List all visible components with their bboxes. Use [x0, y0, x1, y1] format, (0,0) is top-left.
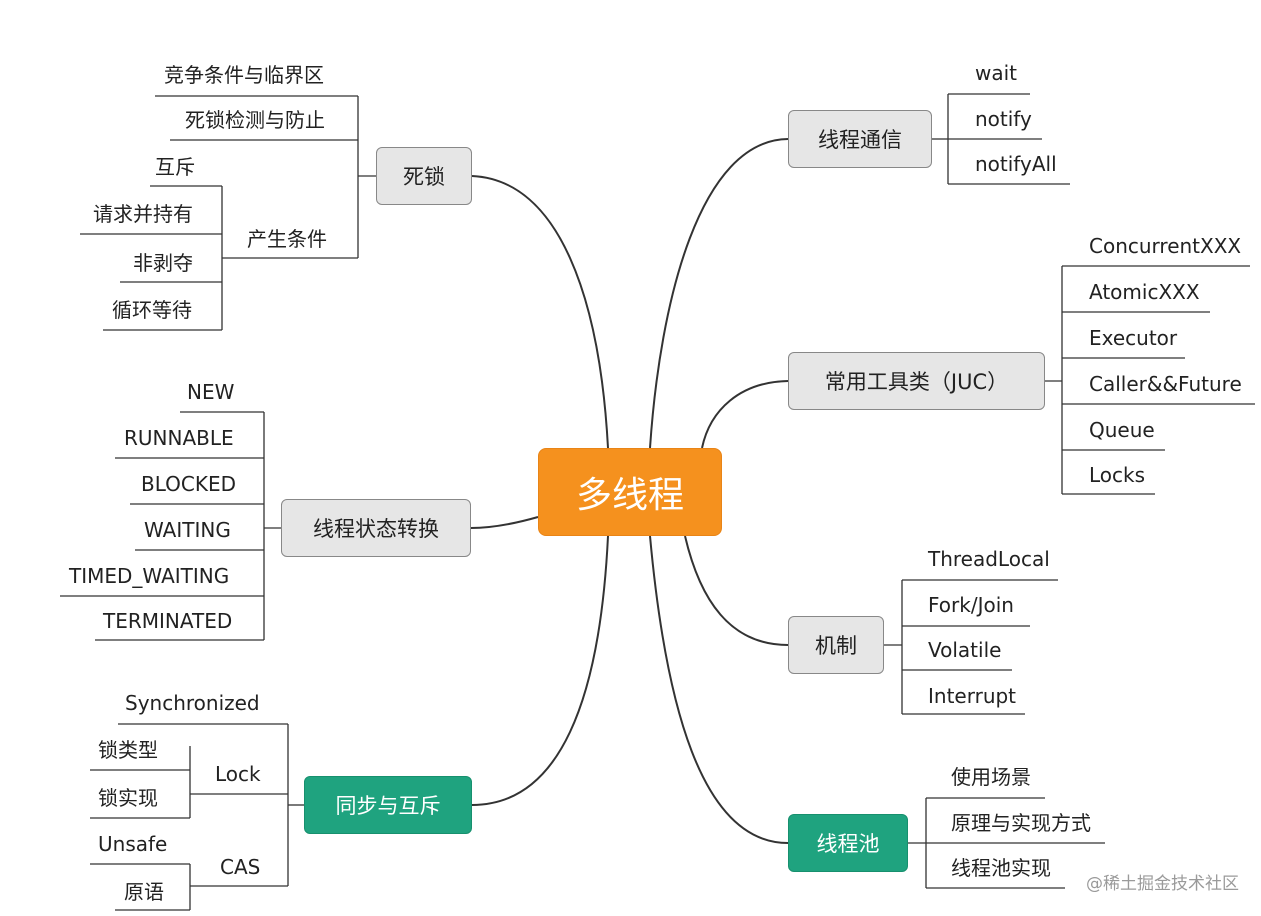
- leaf-pool-2[interactable]: 线程池实现: [951, 856, 1051, 880]
- link-pool: [649, 535, 789, 844]
- link-comm: [649, 138, 789, 449]
- leaf-juc-2[interactable]: Executor: [1089, 326, 1178, 350]
- leaf-juc-3[interactable]: Caller&&Future: [1089, 372, 1242, 396]
- leaf-synchronized[interactable]: Synchronized: [125, 691, 260, 715]
- sub-cas[interactable]: CAS: [220, 855, 261, 879]
- leaf-pool-0[interactable]: 使用场景: [951, 765, 1031, 789]
- leaf-cas-0[interactable]: Unsafe: [98, 832, 168, 856]
- leaf-cause-1[interactable]: 请求并持有: [93, 202, 193, 226]
- sub-cause-conditions[interactable]: 产生条件: [247, 227, 327, 251]
- leaf-state-1[interactable]: RUNNABLE: [124, 426, 234, 450]
- link-sync: [471, 535, 609, 806]
- leaf-comm-2[interactable]: notifyAll: [975, 152, 1057, 176]
- leaf-cause-3[interactable]: 循环等待: [112, 298, 192, 322]
- sub-lock[interactable]: Lock: [215, 762, 261, 786]
- leaf-state-0[interactable]: NEW: [187, 380, 235, 404]
- link-state: [470, 516, 539, 529]
- leaf-juc-0[interactable]: ConcurrentXXX: [1089, 234, 1242, 258]
- leaf-cause-2[interactable]: 非剥夺: [133, 251, 193, 275]
- leaf-cas-1[interactable]: 原语: [124, 880, 164, 904]
- branch-thread-state[interactable]: 线程状态转换: [281, 499, 471, 557]
- leaf-comm-1[interactable]: notify: [975, 107, 1032, 131]
- leaf-cause-0[interactable]: 互斥: [155, 155, 195, 179]
- link-mech: [684, 535, 789, 646]
- branch-juc[interactable]: 常用工具类（JUC）: [788, 352, 1045, 410]
- leaf-comm-0[interactable]: wait: [975, 61, 1018, 85]
- leaf-juc-1[interactable]: AtomicXXX: [1089, 280, 1200, 304]
- watermark: @稀土掘金技术社区: [1086, 874, 1239, 894]
- leaf-deadlock-1[interactable]: 死锁检测与防止: [185, 108, 325, 132]
- leaf-lock-1[interactable]: 锁实现: [98, 786, 158, 810]
- leaf-juc-4[interactable]: Queue: [1089, 418, 1155, 442]
- branch-deadlock[interactable]: 死锁: [376, 147, 472, 205]
- leaf-mech-0[interactable]: ThreadLocal: [928, 547, 1050, 571]
- leaf-state-3[interactable]: WAITING: [144, 518, 231, 542]
- leaf-mech-2[interactable]: Volatile: [928, 638, 1002, 662]
- leaf-state-5[interactable]: TERMINATED: [103, 609, 233, 633]
- leaf-pool-1[interactable]: 原理与实现方式: [951, 811, 1091, 835]
- link-deadlock: [471, 175, 609, 449]
- center-topic[interactable]: 多线程: [538, 448, 722, 536]
- leaf-mech-1[interactable]: Fork/Join: [928, 593, 1014, 617]
- branch-thread-communication[interactable]: 线程通信: [788, 110, 932, 168]
- link-juc: [701, 380, 789, 449]
- leaf-deadlock-0[interactable]: 竞争条件与临界区: [164, 63, 324, 87]
- branch-mechanism[interactable]: 机制: [788, 616, 884, 674]
- leaf-state-2[interactable]: BLOCKED: [141, 472, 237, 496]
- leaf-mech-3[interactable]: Interrupt: [928, 684, 1017, 708]
- branch-sync-mutex[interactable]: 同步与互斥: [304, 776, 472, 834]
- leaf-lock-0[interactable]: 锁类型: [98, 738, 158, 762]
- leaf-juc-5[interactable]: Locks: [1089, 463, 1146, 487]
- leaf-state-4[interactable]: TIMED_WAITING: [69, 564, 230, 588]
- branch-thread-pool[interactable]: 线程池: [788, 814, 908, 872]
